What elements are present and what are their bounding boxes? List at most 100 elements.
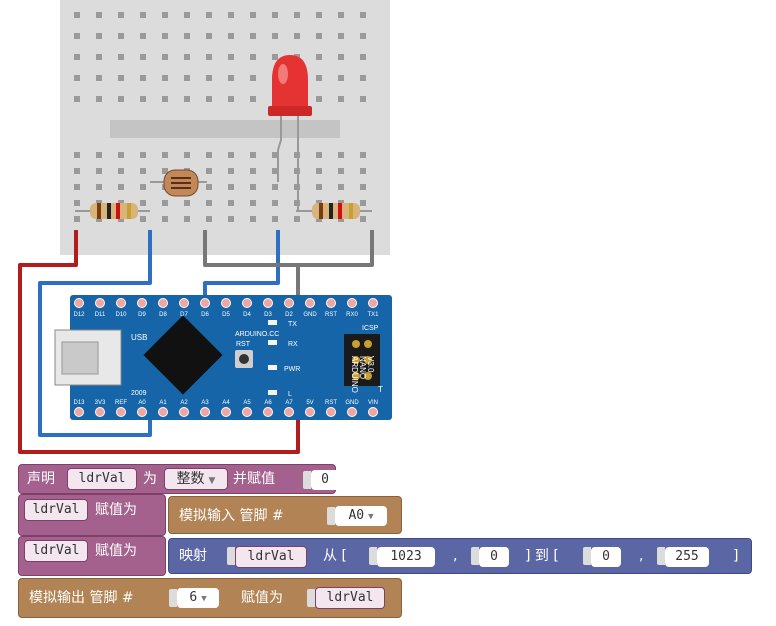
declare-var-dropdown[interactable]: ldrVal bbox=[67, 468, 137, 490]
breadboard-hole bbox=[250, 168, 256, 174]
breadboard-hole bbox=[96, 168, 102, 174]
breadboard-hole bbox=[74, 216, 80, 222]
declare-block[interactable]: 声明 ldrVal 为 整数▼ 并赋值 0 bbox=[18, 464, 339, 494]
map-from-label: 从 [ bbox=[323, 548, 347, 564]
nano-pin bbox=[284, 298, 294, 308]
breadboard-hole bbox=[206, 184, 212, 190]
breadboard-hole bbox=[140, 75, 146, 81]
model-label-3: V3.0 bbox=[366, 356, 375, 373]
from-high-field[interactable]: 0 bbox=[479, 547, 509, 567]
analog-write-block[interactable]: 模拟输出 管脚 # 6▼ 赋值为 ldrVal bbox=[18, 578, 402, 618]
nano-pin-label: D7 bbox=[180, 312, 188, 318]
wire-a0 bbox=[38, 230, 152, 437]
breadboard-hole bbox=[162, 168, 168, 174]
nano-pin bbox=[347, 407, 357, 417]
assign-label-1: 赋值为 bbox=[95, 502, 137, 518]
type-dropdown[interactable]: 整数▼ bbox=[164, 468, 228, 490]
map-var-dropdown[interactable]: ldrVal bbox=[235, 546, 307, 568]
assign-var-dropdown-2[interactable]: ldrVal bbox=[24, 540, 88, 562]
assign-block-1[interactable]: ldrVal 赋值为 bbox=[18, 494, 166, 536]
breadboard-hole bbox=[294, 12, 300, 18]
input-slot bbox=[471, 547, 479, 565]
breadboard-hole bbox=[272, 200, 278, 206]
nano-pin-label: D12 bbox=[73, 312, 85, 318]
breadboard-hole bbox=[74, 33, 80, 39]
breadboard-hole bbox=[316, 12, 322, 18]
declare-value-field[interactable]: 0 bbox=[311, 470, 339, 490]
breadboard-hole bbox=[272, 54, 278, 60]
breadboard-hole bbox=[272, 12, 278, 18]
breadboard-hole bbox=[360, 12, 366, 18]
pin-dropdown-6[interactable]: 6▼ bbox=[177, 588, 219, 608]
nano-pin bbox=[137, 407, 147, 417]
breadboard-hole bbox=[206, 216, 212, 222]
nano-pin-label: A2 bbox=[180, 400, 188, 406]
map-close-bracket: ] bbox=[733, 548, 739, 564]
map-label: 映射 bbox=[179, 548, 207, 564]
nano-pin bbox=[263, 298, 273, 308]
breadboard-hole bbox=[338, 96, 344, 102]
nano-pin bbox=[116, 407, 126, 417]
nano-pin bbox=[179, 298, 189, 308]
model-label-1: ARDUINO bbox=[350, 356, 359, 393]
wires bbox=[18, 230, 374, 454]
nano-pin-label: A5 bbox=[243, 400, 251, 406]
map-block[interactable]: 映射 ldrVal 从 [ 1023 , 0 ] 到 [ 0 , 255 ] bbox=[168, 538, 752, 574]
breadboard-hole bbox=[74, 12, 80, 18]
to-low-field[interactable]: 0 bbox=[591, 547, 621, 567]
nano-pin-label: D8 bbox=[159, 312, 167, 318]
analog-read-block[interactable]: 模拟输入 管脚 # A0▼ bbox=[168, 496, 402, 534]
nano-pin bbox=[242, 298, 252, 308]
breadboard-hole bbox=[228, 184, 234, 190]
breadboard-hole bbox=[118, 152, 124, 158]
pin-dropdown-a0[interactable]: A0▼ bbox=[335, 506, 387, 526]
wire-gnd-bus bbox=[203, 230, 374, 267]
breadboard-hole bbox=[118, 168, 124, 174]
assign-block-2[interactable]: ldrVal 赋值为 bbox=[18, 536, 166, 576]
type-value: 整数 bbox=[176, 471, 205, 487]
breadboard-hole bbox=[140, 168, 146, 174]
breadboard-hole bbox=[184, 33, 190, 39]
breadboard-hole bbox=[206, 33, 212, 39]
input-slot bbox=[227, 547, 235, 565]
breadboard-hole bbox=[250, 200, 256, 206]
pwr-label: PWR bbox=[284, 366, 300, 373]
breadboard-hole bbox=[206, 54, 212, 60]
analog-write-var[interactable]: ldrVal bbox=[315, 587, 385, 609]
breadboard-hole bbox=[162, 96, 168, 102]
breadboard-hole bbox=[360, 184, 366, 190]
nano-pin bbox=[263, 407, 273, 417]
breadboard-hole bbox=[360, 216, 366, 222]
resistor-2 bbox=[296, 203, 372, 219]
breadboard-hole bbox=[360, 33, 366, 39]
nano-pin-label: D6 bbox=[201, 312, 209, 318]
declare-as-label: 为 bbox=[143, 471, 157, 487]
nano-pin bbox=[137, 298, 147, 308]
arduino-cc-label: ARDUINO.CC bbox=[235, 331, 279, 338]
breadboard-hole bbox=[338, 75, 344, 81]
nano-pin-label: D11 bbox=[95, 312, 106, 318]
breadboard-hole bbox=[360, 200, 366, 206]
breadboard-hole bbox=[228, 54, 234, 60]
breadboard-hole bbox=[228, 96, 234, 102]
nano-pin-label: A6 bbox=[264, 400, 272, 406]
breadboard-hole bbox=[140, 12, 146, 18]
breadboard-hole bbox=[360, 168, 366, 174]
nano-pin-label: D9 bbox=[138, 312, 146, 318]
to-high-field[interactable]: 255 bbox=[665, 547, 709, 567]
breadboard-hole bbox=[206, 200, 212, 206]
breadboard-hole bbox=[360, 75, 366, 81]
breadboard-hole bbox=[316, 168, 322, 174]
breadboard-hole bbox=[162, 54, 168, 60]
assign-var-dropdown-1[interactable]: ldrVal bbox=[24, 499, 88, 521]
breadboard-hole bbox=[96, 33, 102, 39]
breadboard-hole bbox=[162, 200, 168, 206]
breadboard-hole bbox=[338, 33, 344, 39]
from-low-field[interactable]: 1023 bbox=[377, 547, 435, 567]
resistor-1-body bbox=[90, 203, 138, 219]
breadboard-hole bbox=[228, 200, 234, 206]
tx-label: TX bbox=[288, 321, 297, 328]
nano-pin-label: VIN bbox=[368, 400, 378, 406]
